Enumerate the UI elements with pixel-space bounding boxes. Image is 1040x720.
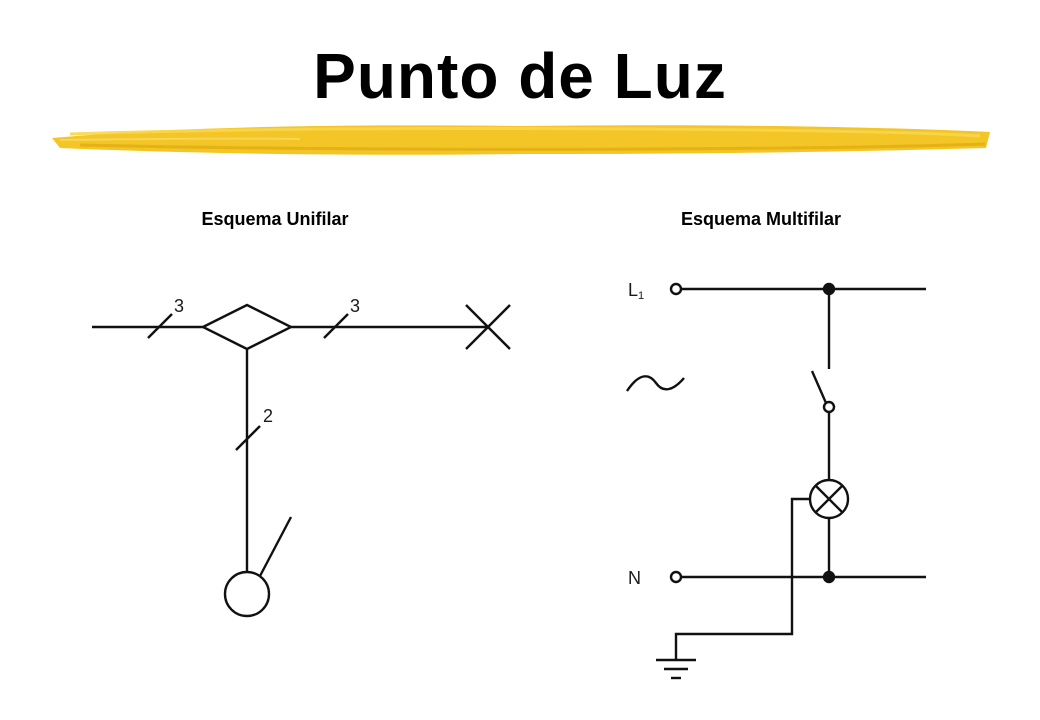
count-label-vertical: 2: [263, 406, 273, 426]
phase-terminal: [669, 282, 683, 296]
unifilar-diagram: [92, 303, 511, 618]
multifilar-heading: Esquema Multifilar: [680, 209, 842, 229]
earth-conductor: [674, 497, 811, 660]
switch-circle-symbol: [223, 570, 271, 618]
alternating-current-symbol: [626, 375, 685, 392]
unifilar-tick-right: [323, 313, 349, 339]
count-label-right: 3: [350, 296, 360, 316]
ground-symbol: [656, 658, 696, 680]
phase-label: L1: [628, 280, 644, 302]
junction-box-symbol: [200, 303, 294, 351]
unifilar-heading: Esquema Unifilar: [201, 209, 349, 229]
multifilar-diagram: [626, 282, 926, 680]
switch-lever-symbol: [258, 516, 293, 577]
neutral-label: N: [628, 568, 641, 588]
unifilar-tick-vertical: [235, 425, 261, 451]
lamp-cross: [814, 484, 844, 514]
light-point-cross-symbol: [465, 304, 511, 350]
page-title: Punto de Luz: [313, 40, 727, 112]
switch-contact: [822, 400, 836, 414]
switch-blade: [810, 370, 828, 404]
neutral-junction-dot: [822, 570, 836, 584]
neutral-terminal: [669, 570, 683, 584]
unifilar-tick-left: [147, 313, 173, 339]
count-label-left: 3: [174, 296, 184, 316]
highlighter-stroke: [52, 125, 990, 155]
